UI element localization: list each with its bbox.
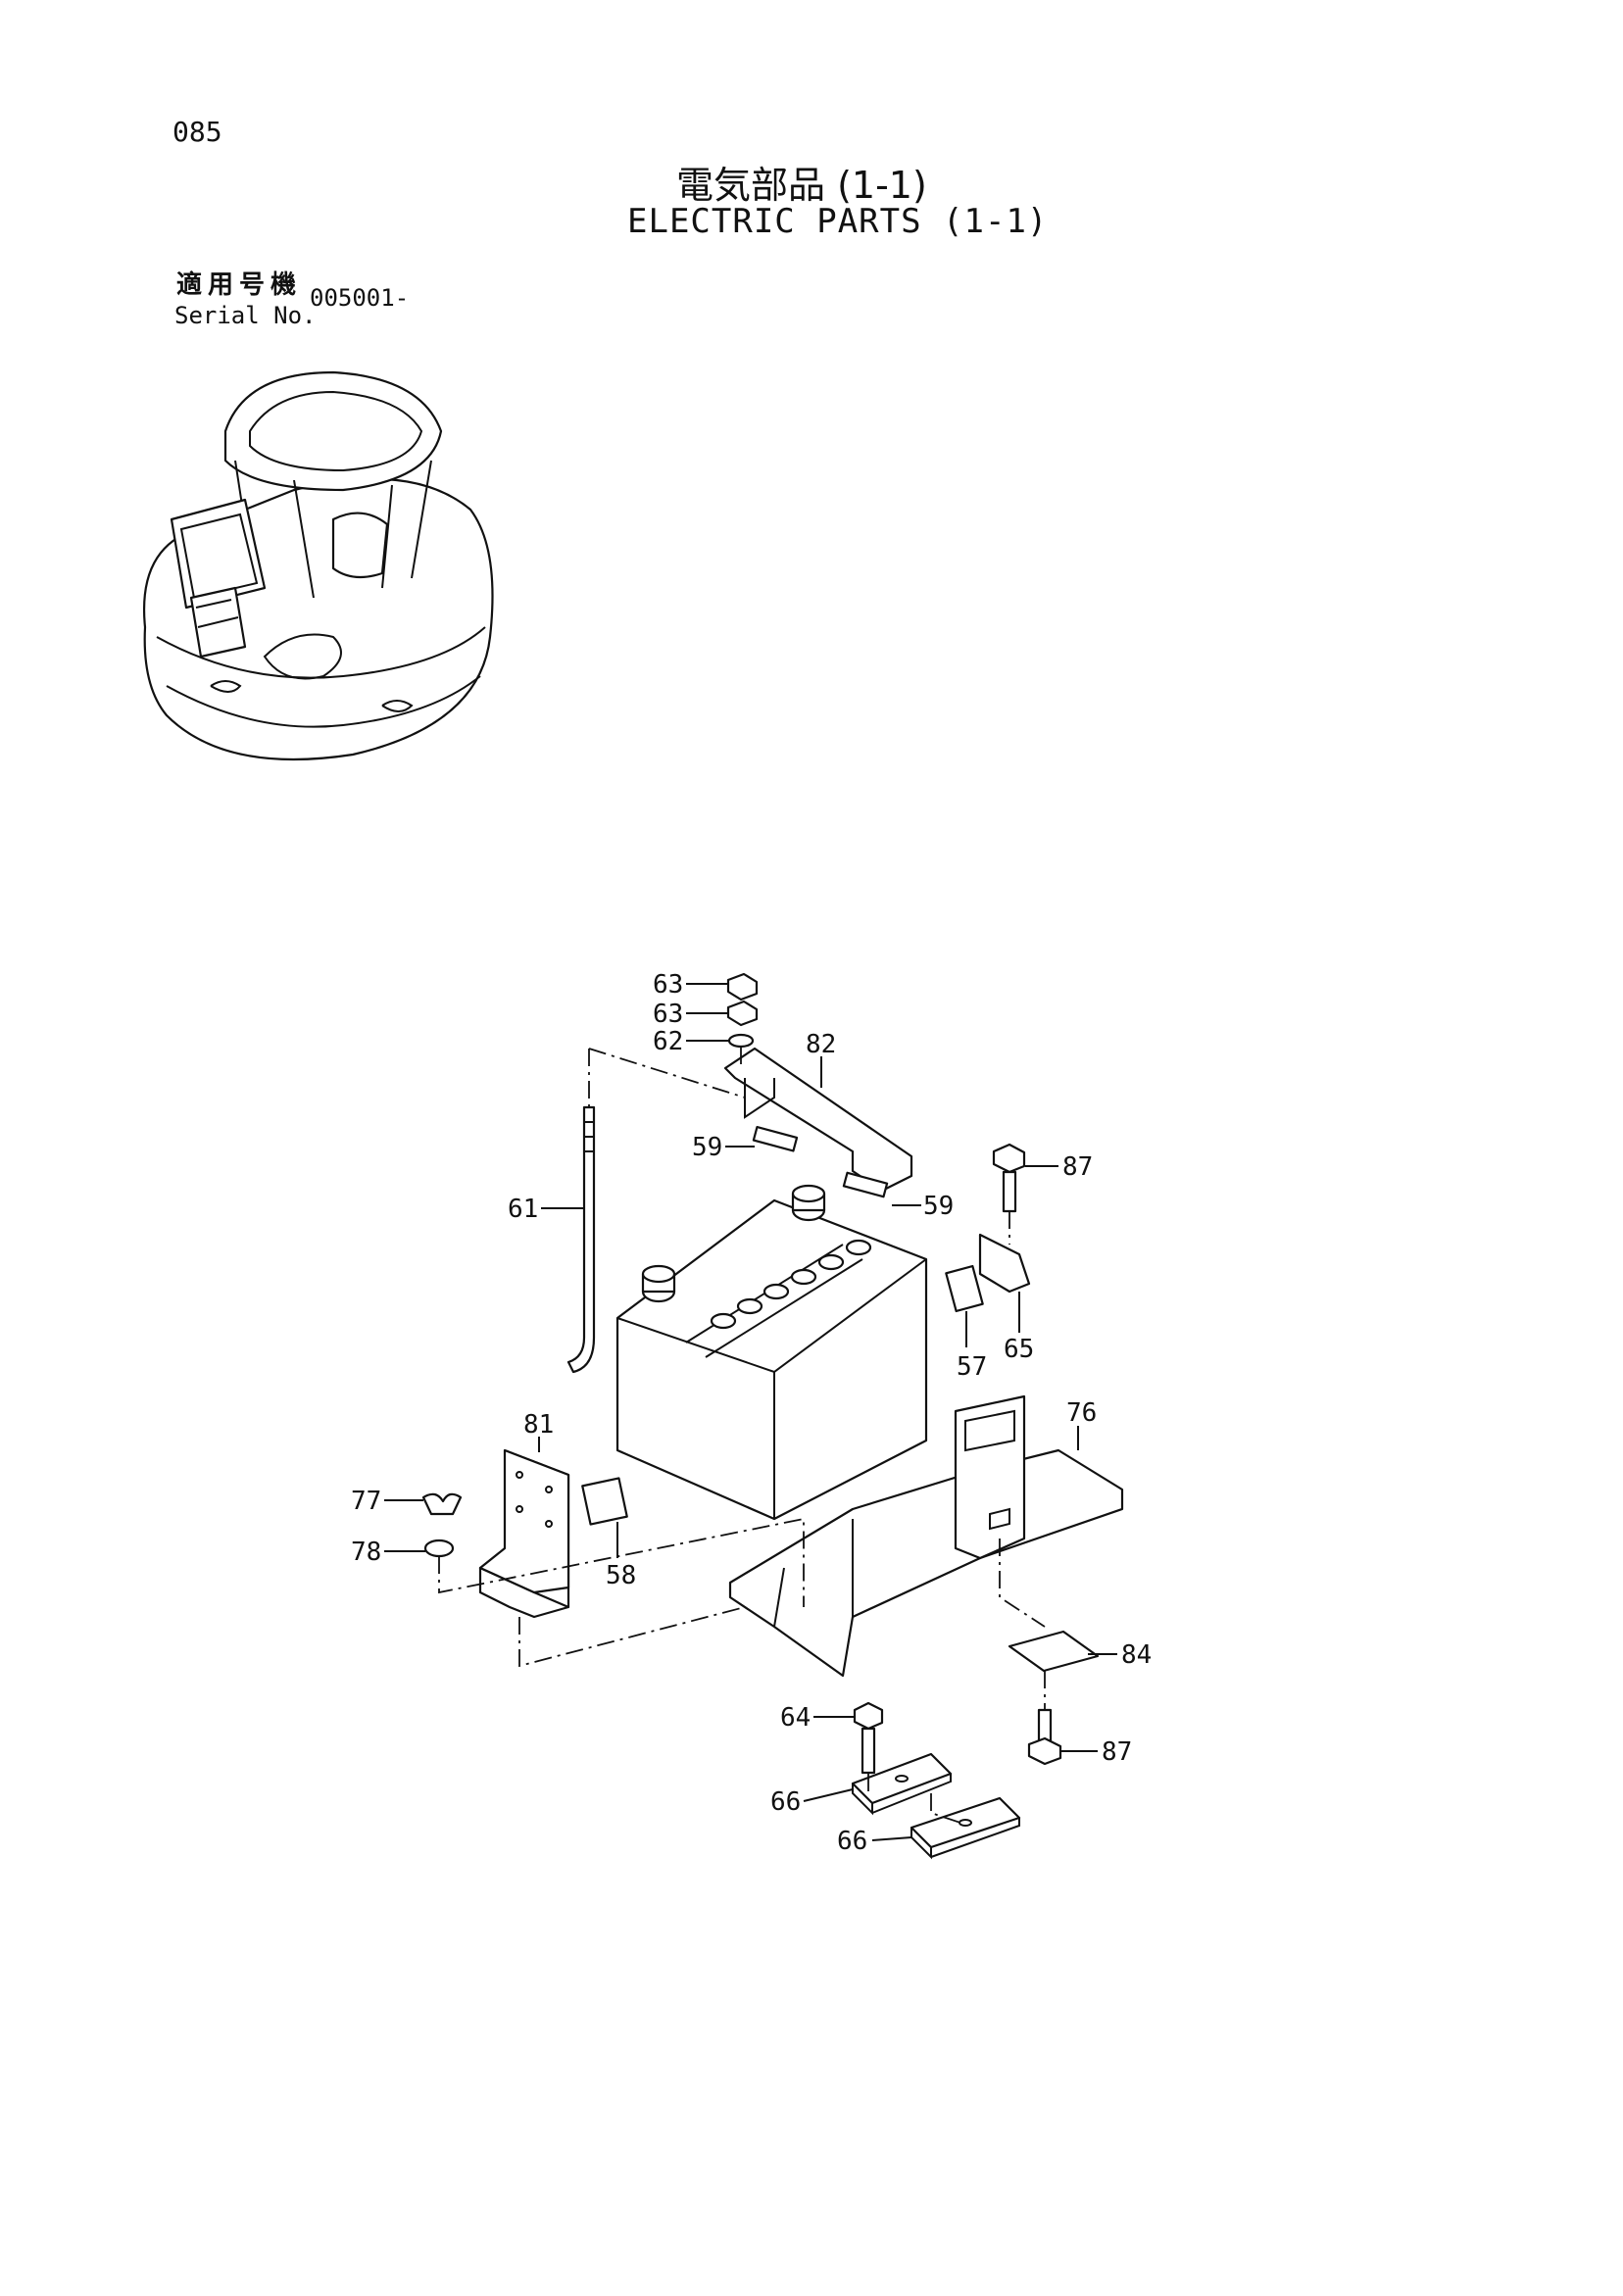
callout-63: 63 xyxy=(653,970,683,1000)
callout-84: 84 xyxy=(1121,1640,1152,1670)
rubber-pad xyxy=(842,1171,889,1198)
machine-overview-illustration xyxy=(143,370,494,761)
callout-57: 57 xyxy=(957,1352,987,1382)
callout-59: 59 xyxy=(692,1133,722,1162)
callout-82: 82 xyxy=(806,1030,836,1059)
leader-lines xyxy=(384,983,1117,1841)
serial-label-japanese: 適用号機 xyxy=(176,270,303,300)
callout-66: 66 xyxy=(770,1787,801,1817)
assembly-lines xyxy=(438,1047,1046,1824)
washer xyxy=(423,1539,455,1558)
callout-labels: 63 63 62 82 59 59 87 61 57 65 76 81 77 7… xyxy=(351,970,1152,1856)
serial-label-english: Serial No. xyxy=(174,302,317,329)
title-english: ELECTRIC PARTS (1-1) xyxy=(627,202,1049,241)
rubber-pad xyxy=(945,1264,984,1313)
spacer-plate xyxy=(910,1796,1021,1860)
page-number: 085 xyxy=(172,116,222,148)
callout-77: 77 xyxy=(351,1487,381,1516)
hold-down-rod xyxy=(566,1105,596,1374)
battery-tray xyxy=(728,1394,1124,1678)
title-japanese: 電気部品 (1-1) xyxy=(676,164,927,207)
serial-number-value: 005001- xyxy=(310,284,410,312)
callout-87: 87 xyxy=(1062,1152,1093,1182)
callout-81: 81 xyxy=(523,1410,554,1440)
callout-65: 65 xyxy=(1004,1335,1034,1364)
bolt xyxy=(1027,1708,1062,1766)
bolt xyxy=(992,1143,1026,1213)
callout-64: 64 xyxy=(780,1703,811,1733)
callout-59: 59 xyxy=(923,1192,954,1221)
nuts-and-washer xyxy=(726,972,759,1049)
battery-terminals xyxy=(641,1184,872,1330)
callout-78: 78 xyxy=(351,1538,381,1567)
bracket-plate xyxy=(978,1233,1031,1294)
callout-66: 66 xyxy=(837,1827,867,1856)
rubber-pad xyxy=(581,1477,628,1526)
bolt xyxy=(853,1701,884,1775)
battery xyxy=(615,1184,928,1521)
callout-63: 63 xyxy=(653,1000,683,1029)
mounting-plate xyxy=(1008,1630,1100,1673)
callout-76: 76 xyxy=(1066,1398,1097,1428)
callout-62: 62 xyxy=(653,1027,683,1056)
callout-58: 58 xyxy=(606,1561,636,1590)
rubber-pad xyxy=(752,1125,799,1152)
hold-down-bracket xyxy=(723,1047,913,1193)
wing-nut xyxy=(421,1492,463,1516)
spacer-plate xyxy=(851,1752,953,1816)
callout-87: 87 xyxy=(1102,1737,1132,1767)
callout-61: 61 xyxy=(508,1195,538,1224)
side-bracket xyxy=(478,1448,570,1619)
